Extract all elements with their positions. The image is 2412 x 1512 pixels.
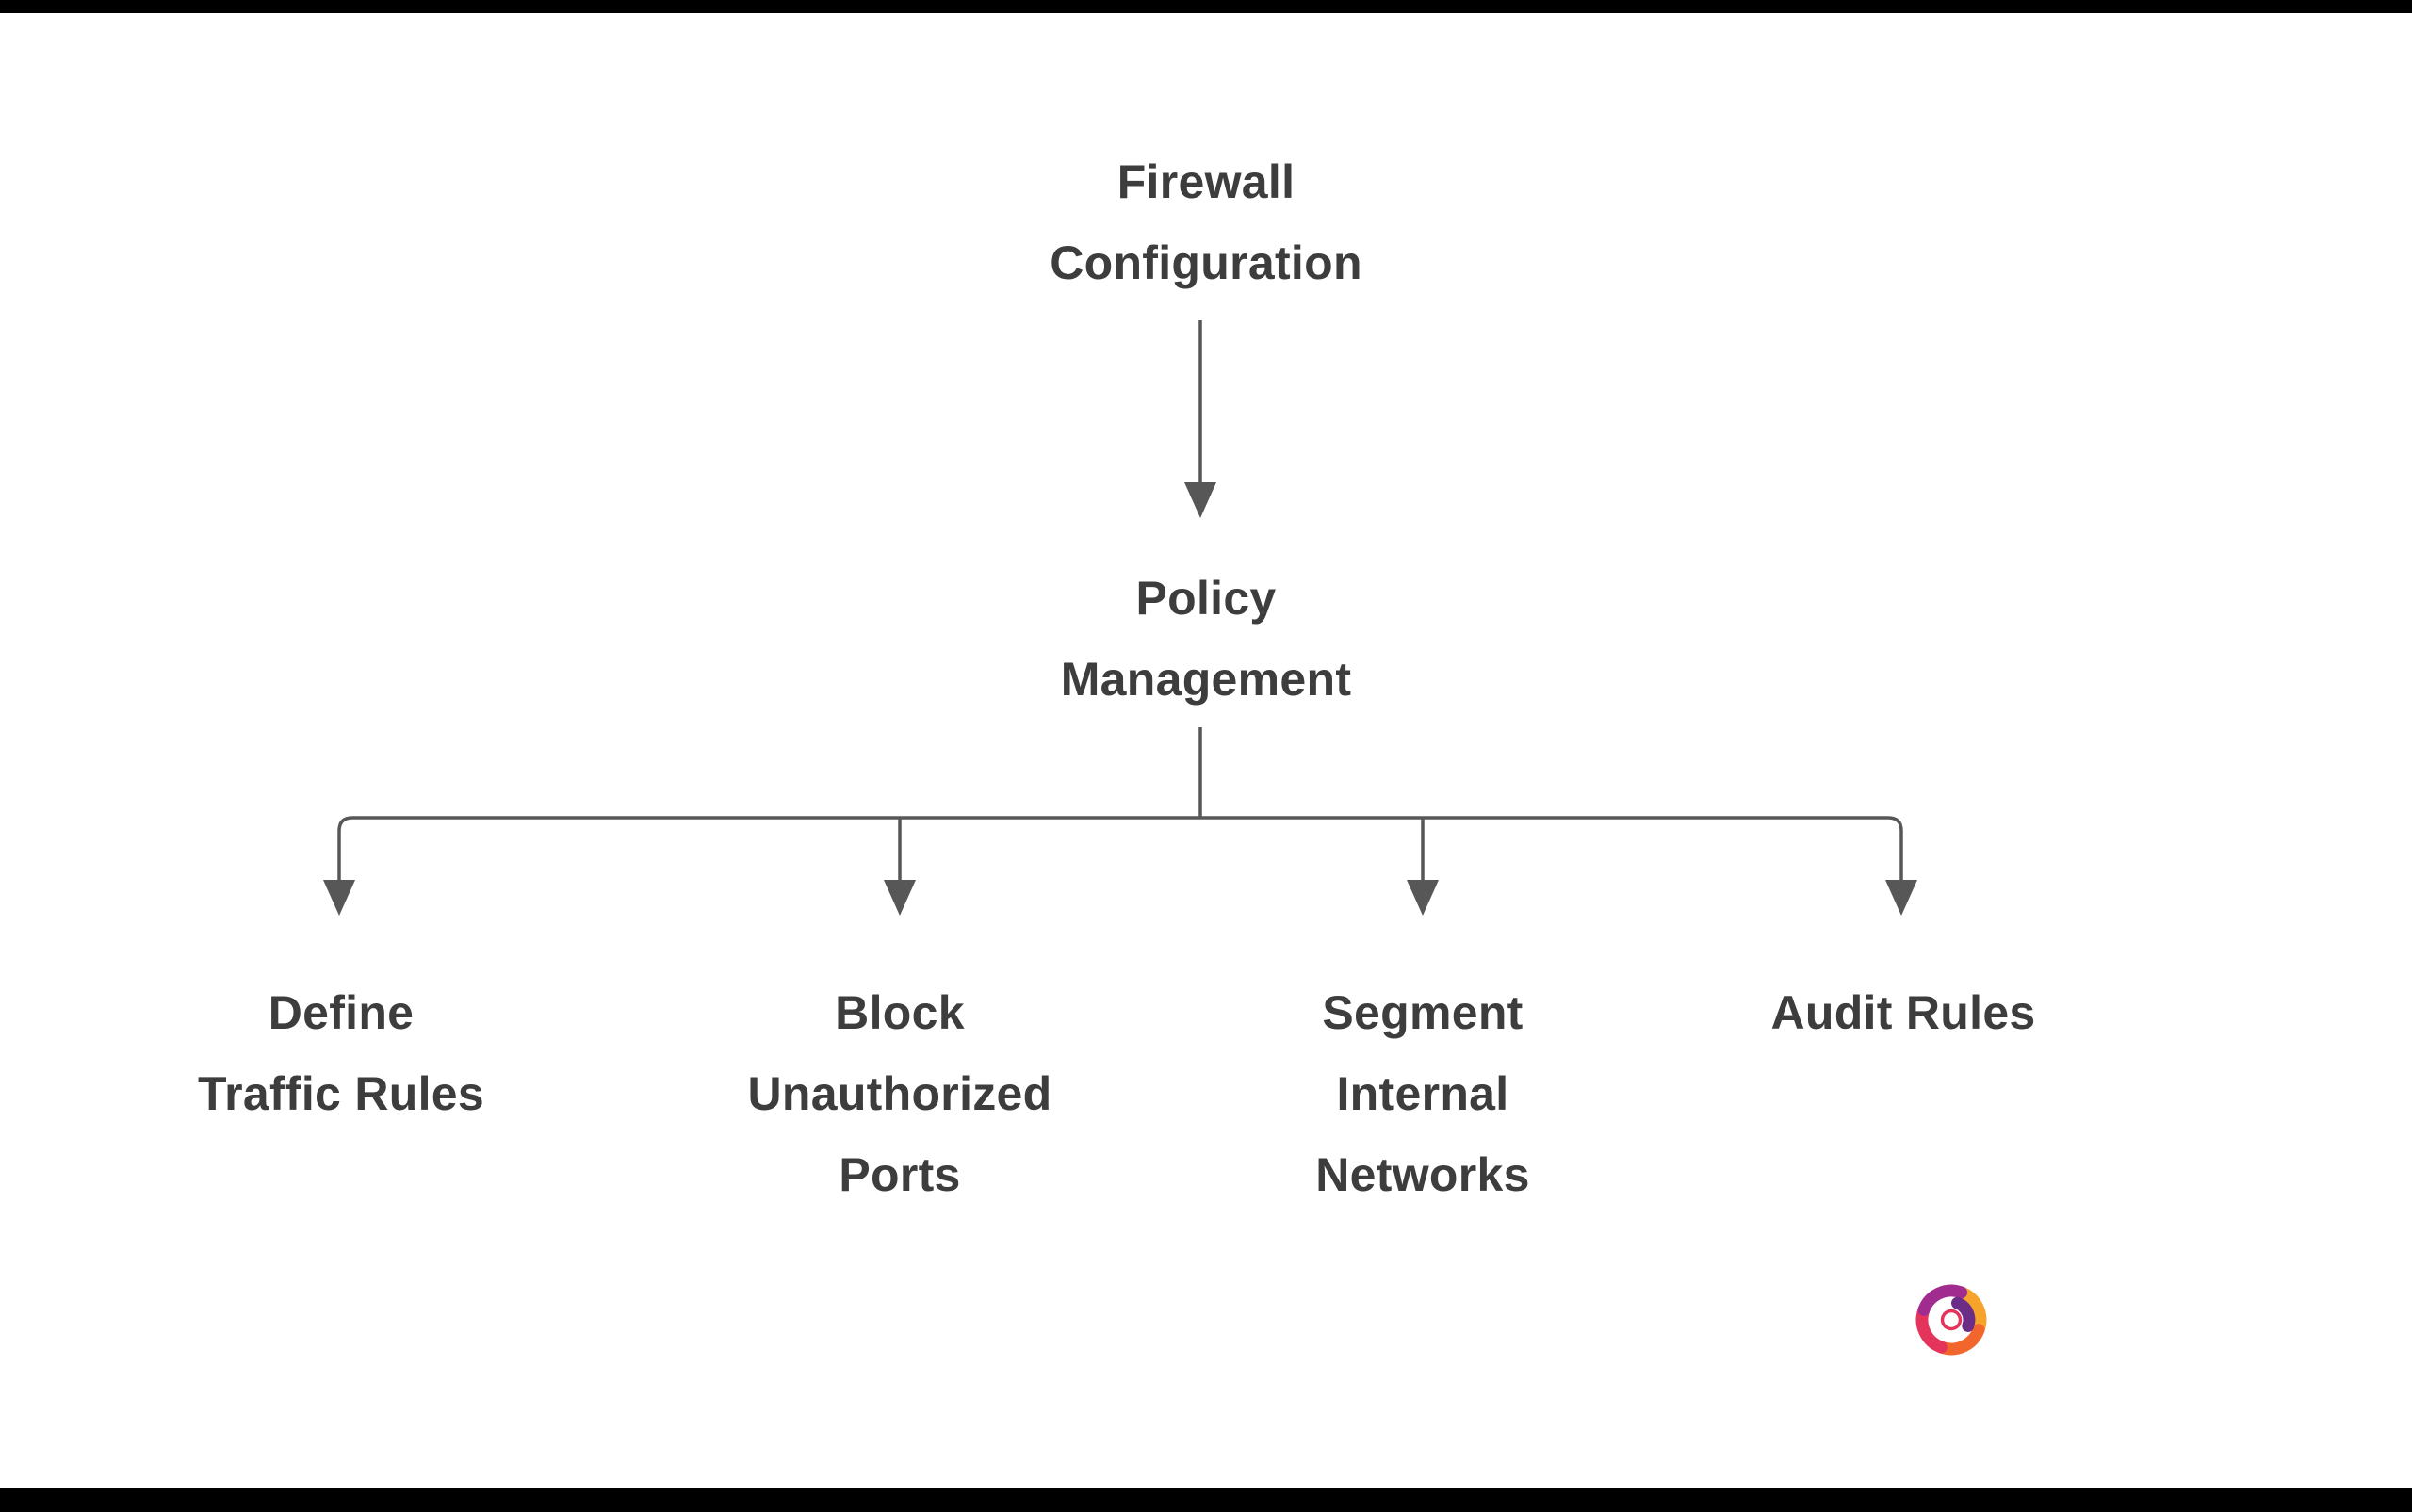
arrowhead-c1	[323, 880, 355, 916]
node-policy-management: Policy Management	[1060, 572, 1352, 706]
arrowhead-c3	[1407, 880, 1439, 916]
node-firewall-configuration: Firewall Configuration	[1050, 155, 1362, 289]
arrowhead-c4	[1885, 880, 1917, 916]
node-define-traffic-rules: Define Traffic Rules	[198, 986, 484, 1120]
arrowhead-c2	[884, 880, 916, 916]
node-block-unauthorized-ports: Block Unauthorized Ports	[747, 986, 1052, 1201]
bottom-letterbox-bar	[0, 1488, 2412, 1512]
node-audit-rules: Audit Rules	[1770, 986, 2036, 1039]
top-letterbox-bar	[0, 0, 2412, 13]
spiral-logo-icon	[1911, 1279, 1992, 1360]
arrowhead-mid	[1184, 482, 1216, 518]
node-segment-internal-networks: Segment Internal Networks	[1315, 986, 1530, 1201]
edge-branch-rail	[337, 816, 1903, 832]
